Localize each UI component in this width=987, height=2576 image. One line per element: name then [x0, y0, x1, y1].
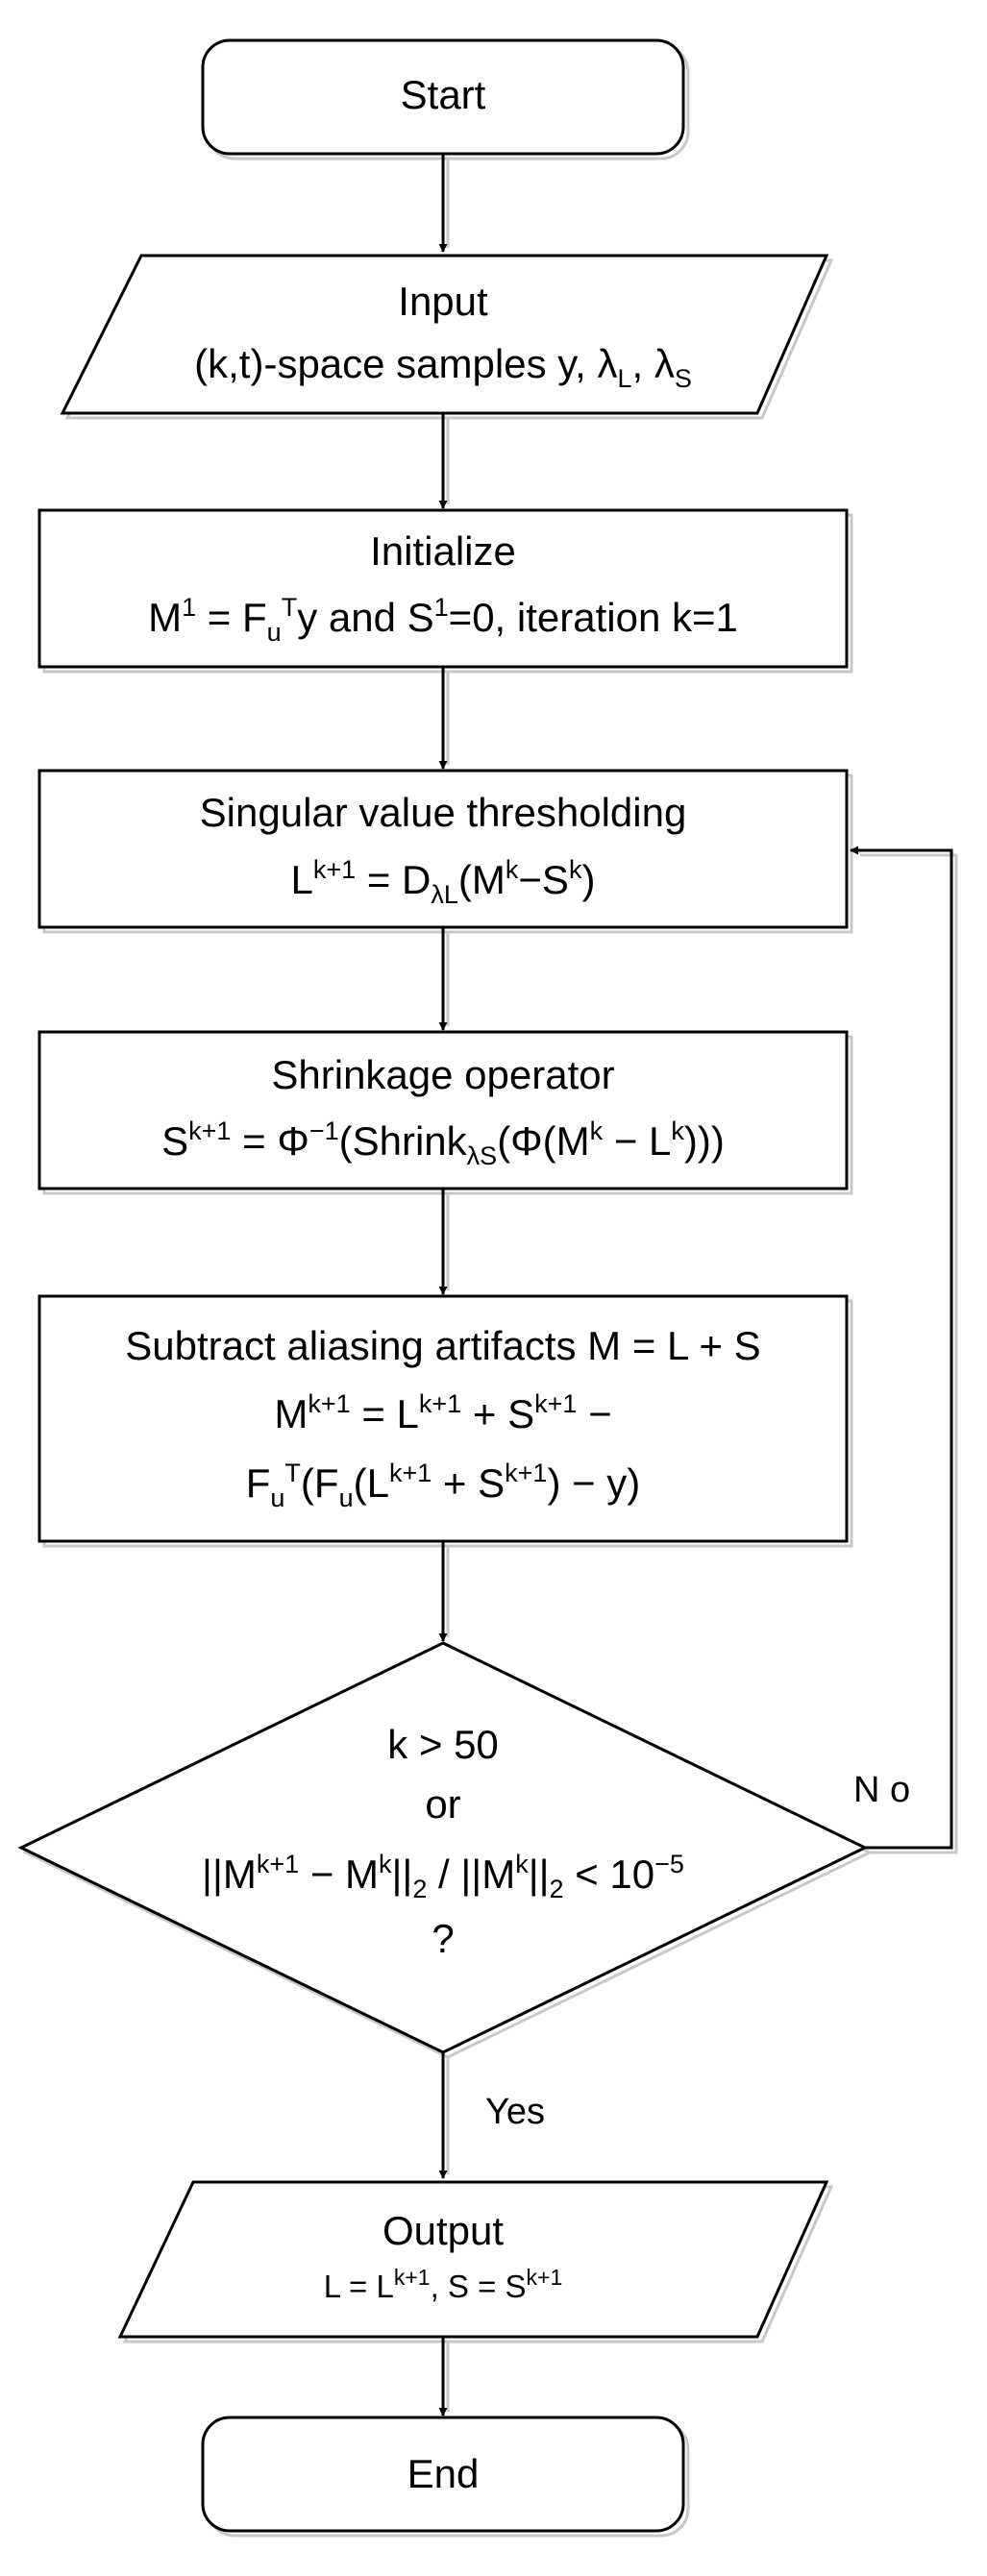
edge-svt-to-shrink [438, 927, 450, 1031]
end-label: End [407, 2451, 480, 2496]
input-title: Input [398, 279, 488, 324]
end-node: End [201, 2416, 690, 2538]
output-equation: L = Lk+1, S = Sk+1 [324, 2265, 563, 2304]
shrink-title: Shrinkage operator [271, 1052, 614, 1097]
edge-shrink-to-subtract [438, 1189, 450, 1295]
decision-line1: k > 50 [387, 1722, 499, 1767]
shrink-node: Shrinkage operator Sk+1 = Φ−1(ShrinkλS(Φ… [37, 1030, 853, 1195]
decision-line3: ||Mk+1 − Mk||2 / ||Mk||2 < 10−5 [202, 1850, 684, 1903]
subtract-equation-line2: FuT(Fu(Lk+1 + Sk+1) − y) [246, 1459, 641, 1512]
svt-title: Singular value thresholding [200, 790, 687, 835]
edge-output-to-end [438, 2337, 450, 2417]
start-node: Start [201, 38, 690, 160]
decision-node: k > 50 or ||Mk+1 − Mk||2 / ||Mk||2 < 10−… [17, 1641, 874, 2059]
subtract-node: Subtract aliasing artifacts M = L + S Mk… [37, 1294, 853, 1548]
edge-input-to-initialize [438, 413, 450, 509]
edge-initialize-to-svt [438, 667, 450, 770]
initialize-equation: M1 = FuTy and S1=0, iteration k=1 [148, 593, 738, 647]
input-params: (k,t)-space samples y, λL, λS [194, 341, 692, 393]
subtract-title: Subtract aliasing artifacts M = L + S [125, 1323, 760, 1368]
decision-line2: or [425, 1781, 460, 1827]
input-node: Input (k,t)-space samples y, λL, λS [60, 254, 834, 420]
initialize-title: Initialize [370, 528, 516, 574]
initialize-node: Initialize M1 = FuTy and S1=0, iteration… [37, 508, 853, 674]
shrink-equation: Sk+1 = Φ−1(ShrinkλS(Φ(Mk − Lk))) [161, 1116, 725, 1170]
output-title: Output [382, 2208, 504, 2253]
edge-decision-yes: Yes [438, 2052, 545, 2179]
no-label: N o [853, 1770, 910, 1810]
edge-decision-no-loop: N o [850, 846, 958, 1854]
output-node: Output L = Lk+1, S = Sk+1 [117, 2180, 834, 2343]
decision-line4: ? [432, 1916, 454, 1961]
subtract-equation-line1: Mk+1 = Lk+1 + Sk+1 − [274, 1389, 611, 1436]
svt-equation: Lk+1 = DλL(Mk−Sk) [291, 855, 596, 909]
svt-node: Singular value thresholding Lk+1 = DλL(M… [37, 769, 853, 934]
edge-subtract-to-decision [438, 1541, 450, 1642]
yes-label: Yes [485, 2092, 545, 2132]
edge-start-to-input [438, 154, 450, 253]
start-label: Start [401, 72, 486, 117]
